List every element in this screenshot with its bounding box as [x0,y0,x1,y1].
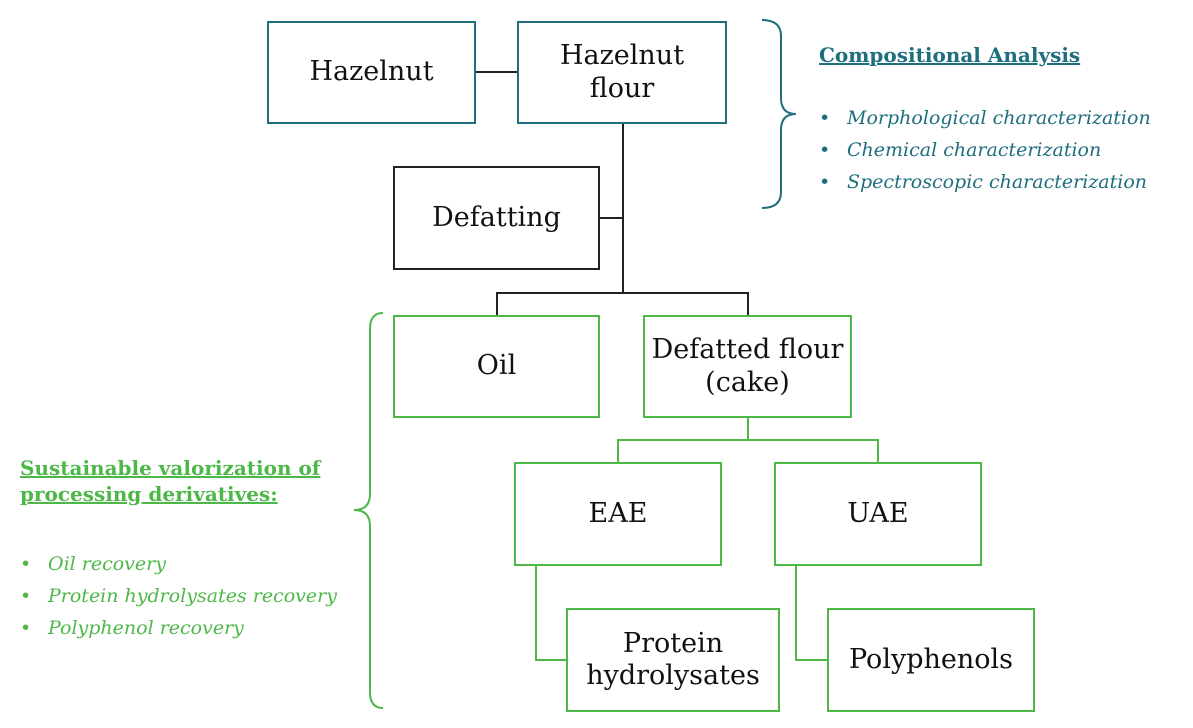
compositional-analysis-heading-text: Compositional Analysis [819,43,1081,67]
list-item: •Protein hydrolysates recovery [20,585,337,607]
defatting-box: Defatting [393,166,600,270]
list-item: •Spectroscopic characterization [819,171,1147,193]
hazelnut-label: Hazelnut [309,56,434,88]
list-item-text: Chemical characterization [847,139,1102,161]
protein-hydrolysates-box: Protein hydrolysates [566,608,780,712]
list-item-text: Morphological characterization [847,107,1151,129]
brace-valorization [353,312,384,709]
defatted-flour-label: Defatted flour (cake) [651,334,844,398]
valorization-heading-line2: processing derivatives: [20,482,278,506]
oil-label: Oil [476,350,517,382]
valorization-heading: Sustainable valorization of processing d… [20,455,320,507]
hazelnut-flour-label: Hazelnut flour [559,40,685,104]
uae-label: UAE [847,497,909,529]
list-item: •Polyphenol recovery [20,617,244,639]
valorization-list: •Oil recovery •Protein hydrolysates reco… [20,548,337,644]
protein-hydrolysates-label: Protein hydrolysates [586,627,760,691]
valorization-heading-line1: Sustainable valorization of [20,456,321,480]
polyphenols-label: Polyphenols [848,643,1013,675]
defatting-label: Defatting [432,201,561,233]
list-item-text: Oil recovery [48,553,166,575]
compositional-analysis-list: •Morphological characterization •Chemica… [819,102,1151,198]
connector-split-eae-uae [617,439,879,462]
list-item: •Morphological characterization [819,107,1151,129]
eae-box: EAE [514,462,722,566]
hazelnut-box: Hazelnut [267,21,476,124]
connector-uae-polyphenols [795,566,827,661]
list-item: •Chemical characterization [819,139,1102,161]
eae-label: EAE [588,497,648,529]
brace-compositional [761,19,797,209]
list-item-text: Polyphenol recovery [48,617,244,639]
polyphenols-box: Polyphenols [827,608,1035,712]
oil-box: Oil [393,315,600,418]
list-item-text: Spectroscopic characterization [847,171,1147,193]
uae-box: UAE [774,462,982,566]
hazelnut-flour-box: Hazelnut flour [517,21,727,124]
defatted-flour-box: Defatted flour (cake) [643,315,852,418]
connector-split-oil-cake [496,292,749,315]
list-item-text: Protein hydrolysates recovery [48,585,337,607]
list-item: •Oil recovery [20,553,166,575]
connector-eae-protein [535,566,566,661]
compositional-analysis-heading: Compositional Analysis [819,42,1080,68]
